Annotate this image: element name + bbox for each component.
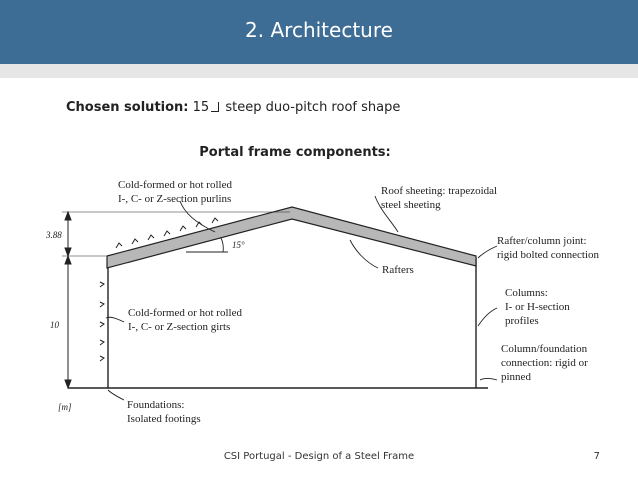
columns-label: Columns: I- or H-section profiles (505, 287, 573, 327)
footer-text: CSI Portugal - Design of a Steel Frame (223, 451, 415, 462)
foundation-connection-label: Column/foundation connection: rigid or p… (501, 343, 591, 383)
purlins-label: Cold-formed or hot rolled I-, C- or Z-se… (118, 179, 235, 205)
chosen-solution-text: steep duo-pitch roof shape (225, 100, 401, 115)
title-bar-band (0, 64, 638, 78)
girts-label: Cold-formed or hot rolled I-, C- or Z-se… (128, 307, 245, 333)
unit-label: [m] (58, 402, 72, 412)
rafter-joint-label: Rafter/column joint: rigid bolted connec… (497, 235, 600, 261)
portal-heading: Portal frame components: (199, 145, 391, 160)
roof-sheeting-label: Roof sheeting: trapezoidal steel sheetin… (381, 185, 500, 211)
missing-glyph-icon (211, 102, 220, 112)
leader-lines (105, 195, 498, 401)
foundations-label: Foundations: Isolated footings (127, 399, 201, 425)
rafters-label: Rafters (382, 264, 414, 276)
rafters-band (106, 206, 477, 269)
dim-height-label: 10 (50, 320, 60, 330)
dimension-lines (62, 210, 290, 390)
chosen-solution: Chosen solution: 15 steep duo-pitch roof… (66, 100, 400, 115)
chosen-solution-angle: 15 (192, 100, 210, 115)
girts (99, 281, 105, 362)
page-number: 7 (593, 451, 600, 462)
chosen-solution-label: Chosen solution: (66, 100, 189, 115)
angle-marker (186, 237, 228, 253)
slide-title: 2. Architecture (245, 18, 393, 42)
dim-top-label: 3.88 (45, 230, 62, 240)
angle-label: 15° (232, 240, 245, 250)
